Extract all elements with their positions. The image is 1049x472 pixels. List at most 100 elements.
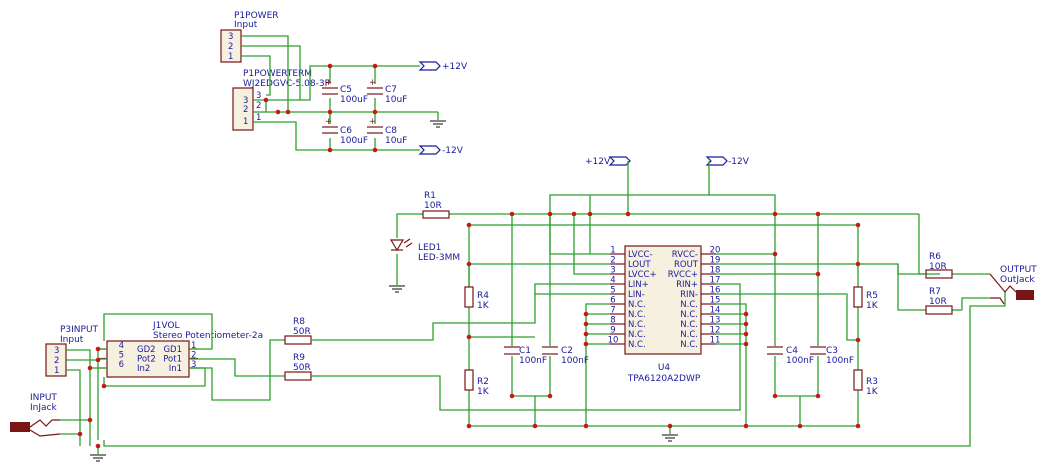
u4-pin-name-20: RVCC- — [672, 250, 698, 260]
ground-power — [430, 120, 446, 128]
p1power-pin-3: 3 — [228, 32, 233, 42]
r3-ref: R3 — [866, 377, 878, 387]
cap-c7: + C7 10uF — [367, 78, 407, 105]
input-jack-ref: INPUT — [30, 393, 57, 403]
u4-pin-name-6: N.C. — [628, 300, 646, 310]
c6-ref: C6 — [340, 126, 352, 136]
led1-value: LED-3MM — [418, 253, 460, 263]
resistor-r9: R9 50R — [284, 353, 317, 381]
u4-pin-name-12: N.C. — [680, 330, 698, 340]
c8-ref: C8 — [385, 126, 397, 136]
p1powerterm-value: WJ2EDGVC-5.08-3P — [243, 79, 331, 89]
junction-dot — [466, 423, 472, 429]
u4-pin-num-1: 1 — [610, 246, 615, 256]
junction-dot — [743, 341, 749, 347]
r8-ref: R8 — [293, 317, 305, 327]
p3input-pin-1: 1 — [54, 366, 59, 376]
junction-dot — [77, 431, 83, 437]
u4-pin-num-10: 10 — [608, 336, 619, 346]
output-jack-plug — [1016, 290, 1034, 300]
u4-pin-num-20: 20 — [710, 246, 721, 256]
junction-dot — [583, 311, 589, 317]
led-led1: LED1 LED-3MM — [389, 238, 460, 263]
resistor-r8: R8 50R — [284, 317, 317, 345]
u4-value: TPA6120A2DWP — [627, 374, 701, 384]
p1power-pin-1: 1 — [228, 52, 233, 62]
p1powerterm-body — [232, 87, 254, 131]
junction-dot — [87, 417, 93, 423]
r7-value: 10R — [929, 297, 947, 307]
junction-dot — [743, 423, 749, 429]
u4-pin-name-10: N.C. — [628, 340, 646, 350]
c1-value: 100nF — [519, 356, 547, 366]
resistor-r4: R4 1K — [464, 286, 490, 311]
resistor-r5: R5 1K — [853, 286, 879, 311]
r6-ref: R6 — [929, 252, 941, 262]
u4-pin-num-18: 18 — [710, 266, 721, 276]
r6-value: 10R — [929, 262, 947, 272]
p3input-ref: P3INPUT — [60, 325, 99, 335]
power-wires — [241, 35, 439, 151]
svg-text:+: + — [369, 117, 376, 127]
junction-dot — [87, 365, 93, 371]
p3input-pin-2: 2 — [54, 356, 59, 366]
resistor-r3: R3 1K — [853, 369, 879, 397]
c1-ref: C1 — [519, 346, 531, 356]
p1power-value: Input — [234, 20, 258, 30]
j1-pin-num-3: 3 — [191, 360, 196, 370]
u4-pin-name-1: LVCC- — [628, 250, 653, 260]
p1powerterm-connector: P1POWERTERM WJ2EDGVC-5.08-3P 3 2 1 3 2 1 — [232, 69, 331, 131]
u4-pin-name-17: RIN+ — [676, 280, 698, 290]
u4-pin-name-19: ROUT — [674, 260, 699, 270]
junction-dot — [625, 211, 631, 217]
u4-pin-num-5: 5 — [610, 286, 615, 296]
u4-pin-name-7: N.C. — [628, 310, 646, 320]
power-junctions — [263, 63, 378, 153]
r8-value: 50R — [293, 327, 311, 337]
j1-pin-num-5: 5 — [119, 351, 124, 361]
p1powerterm-ref: P1POWERTERM — [243, 69, 312, 79]
c7-ref: C7 — [385, 85, 397, 95]
r1-value: 10R — [424, 201, 442, 211]
u4-pin-name-2: LOUT — [628, 260, 651, 270]
cap-c2: C2 100nF — [542, 346, 589, 366]
r2-value: 1K — [477, 387, 490, 397]
j1-pin-num-1: 1 — [191, 341, 196, 351]
j1-pin-name-1: GD1 — [163, 345, 182, 355]
vpos-label-top: +12V — [442, 62, 468, 72]
svg-text:+: + — [369, 78, 376, 88]
led1-ref: LED1 — [418, 243, 441, 253]
j1-pin-name-4: GD2 — [137, 345, 156, 355]
junction-dot — [815, 393, 821, 399]
u4-pin-name-4: LIN+ — [628, 280, 649, 290]
junction-dot — [509, 393, 515, 399]
r4-value: 1K — [477, 301, 490, 311]
c4-ref: C4 — [786, 346, 798, 356]
p1powerterm-pin-3-out: 3 — [256, 91, 261, 101]
junction-dot — [667, 423, 673, 429]
j1-pin-name-5: Pot2 — [137, 355, 156, 365]
u4-pin-name-16: RIN- — [680, 290, 698, 300]
u4-pin-num-2: 2 — [610, 256, 615, 266]
resistor-r7: R7 10R — [925, 287, 953, 315]
j1-pin-name-6: In2 — [137, 364, 150, 374]
p1powerterm-pin-2-in: 2 — [243, 105, 248, 115]
vneg-label-amp: -12V — [728, 157, 750, 167]
c5-value: 100uF — [340, 95, 368, 105]
u4-pin-num-13: 13 — [710, 316, 721, 326]
c2-value: 100nF — [561, 356, 589, 366]
c6-value: 100uF — [340, 136, 368, 146]
u4-pin-num-15: 15 — [710, 296, 721, 306]
r7-ref: R7 — [929, 287, 941, 297]
u4-pin-num-3: 3 — [610, 266, 615, 276]
junction-dot — [743, 321, 749, 327]
u4-pin-num-11: 11 — [710, 336, 721, 346]
junction-dot — [743, 311, 749, 317]
junction-dot — [855, 222, 861, 228]
u4-pin-name-5: LIN- — [628, 290, 645, 300]
output-jack: OUTPUT OutJack — [989, 265, 1037, 305]
c3-value: 100nF — [826, 356, 854, 366]
junction-dot — [583, 331, 589, 337]
